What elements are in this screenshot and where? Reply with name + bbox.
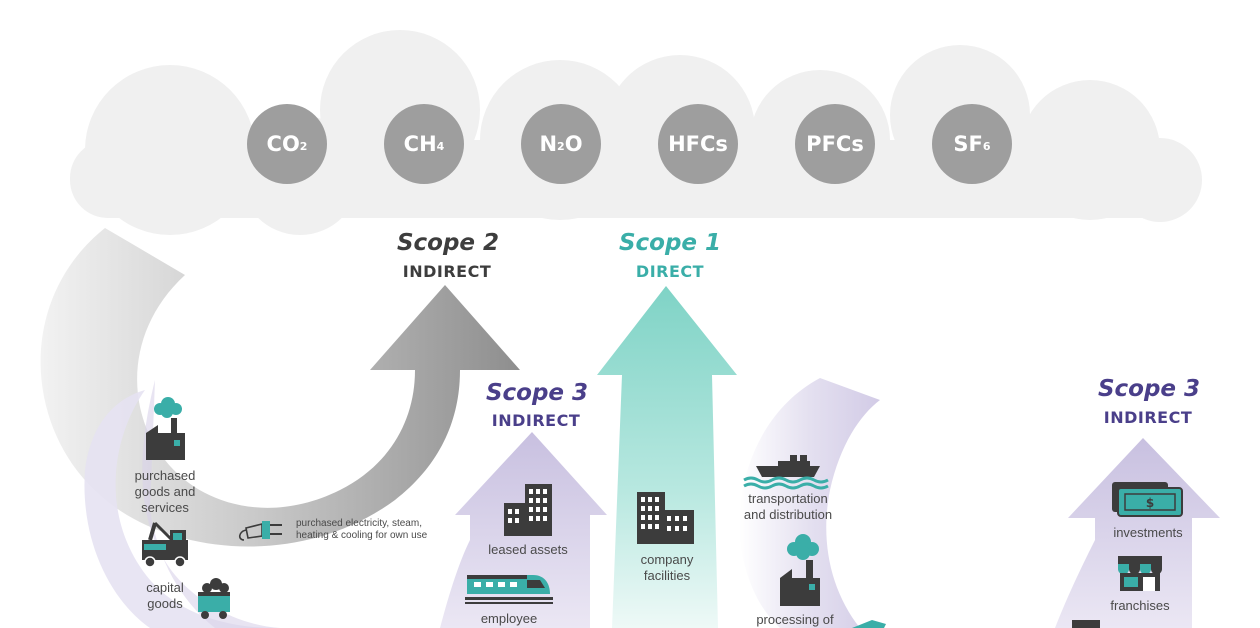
gas-pfcs: PFCs — [795, 104, 875, 184]
scope3-downstream-arrow — [1055, 438, 1220, 628]
employee-label: employee — [480, 611, 538, 626]
scope3-upstream-title: Scope 3 — [485, 380, 589, 406]
transportation-label: transportation and distribution — [743, 491, 833, 522]
purchased-goods-label: purchased goods and services — [134, 468, 196, 515]
store-icon — [1118, 556, 1162, 591]
money-icon: $ — [1112, 482, 1183, 517]
scope1-title: Scope 1 — [618, 230, 722, 256]
scope3-downstream-arc — [739, 378, 880, 628]
scope3-upstream-arc — [84, 380, 280, 628]
leased-assets-label: leased assets — [488, 542, 568, 557]
plug-icon — [238, 521, 282, 541]
capital-goods-label: capital goods — [146, 580, 184, 611]
svg-text:$: $ — [1146, 496, 1154, 510]
factory-icon — [146, 397, 185, 460]
gas-hfcs: HFCs — [658, 104, 738, 184]
franchises-label: franchises — [1110, 598, 1170, 613]
company-facilities-label: company facilities — [640, 552, 694, 583]
scope1-subtitle: DIRECT — [635, 262, 705, 281]
scope3-downstream-title: Scope 3 — [1097, 376, 1201, 402]
company-building-icon — [637, 492, 694, 544]
coal-cart-icon — [198, 578, 230, 619]
office-building-icon — [504, 484, 552, 536]
processing-label: processing of — [756, 612, 834, 627]
scope1-arrow — [597, 286, 737, 628]
scope2-title: Scope 2 — [396, 230, 500, 256]
factory-processing-icon — [780, 534, 820, 606]
scope2-arrow — [40, 228, 521, 547]
electricity-label: purchased electricity, steam, heating & … — [296, 518, 428, 541]
scope3-upstream-subtitle: INDIRECT — [491, 411, 581, 430]
partial-building-icon — [1072, 620, 1100, 628]
ship-icon — [743, 455, 829, 490]
scope2-subtitle: INDIRECT — [402, 262, 492, 281]
tow-truck-icon — [142, 521, 188, 568]
cloud-background — [70, 30, 1202, 235]
scope3-downstream-subtitle: INDIRECT — [1103, 408, 1193, 427]
investments-label: investments — [1113, 525, 1183, 540]
train-icon — [465, 575, 553, 604]
partial-teal-icon — [852, 620, 886, 628]
